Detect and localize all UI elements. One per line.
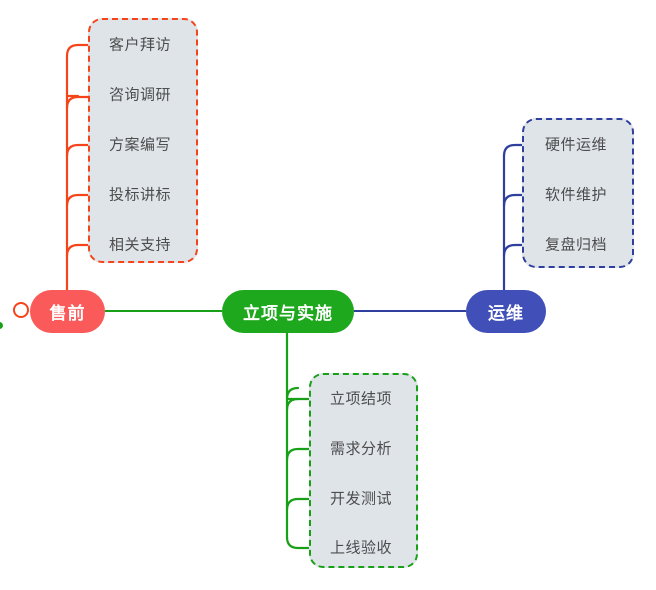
operations-group-box [522,118,634,268]
collapsed-node-fragment[interactable] [0,286,36,336]
implementation-branch-wires [285,328,334,550]
presales-branch-wires [65,43,115,295]
node-implementation[interactable]: 立项与实施 [222,290,354,333]
leaf-implementation-1[interactable]: 需求分析 [330,439,393,458]
leaf-operations-1[interactable]: 软件维护 [545,185,608,204]
leaf-presales-4[interactable]: 相关支持 [109,235,172,254]
leaf-operations-0[interactable]: 硬件运维 [545,135,608,154]
leaf-implementation-2[interactable]: 开发测试 [330,489,393,508]
implementation-group-box [309,373,418,568]
operations-branch-wires [502,143,550,295]
leaf-presales-1[interactable]: 咨询调研 [109,85,172,104]
node-presales[interactable]: 售前 [30,290,105,333]
leaf-presales-3[interactable]: 投标讲标 [109,185,172,204]
leaf-implementation-0[interactable]: 立项结项 [330,389,393,408]
node-operations[interactable]: 运维 [466,290,546,333]
presales-group-box [88,18,198,263]
leaf-presales-0[interactable]: 客户拜访 [109,35,172,54]
leaf-implementation-3[interactable]: 上线验收 [330,538,393,557]
leaf-presales-2[interactable]: 方案编写 [109,135,172,154]
leaf-operations-2[interactable]: 复盘归档 [545,235,608,254]
